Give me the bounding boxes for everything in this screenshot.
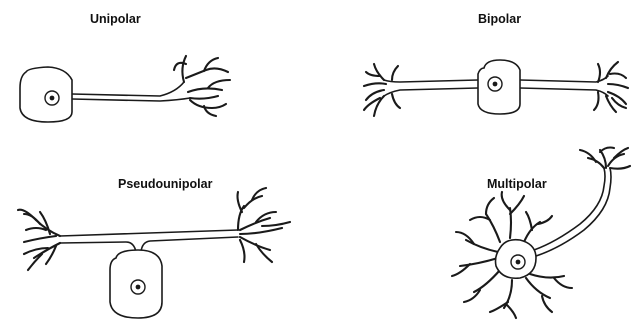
unipolar-neuron <box>20 56 230 122</box>
pseudounipolar-neuron <box>18 188 290 318</box>
multipolar-neuron <box>452 148 630 319</box>
bipolar-neuron <box>364 60 628 116</box>
